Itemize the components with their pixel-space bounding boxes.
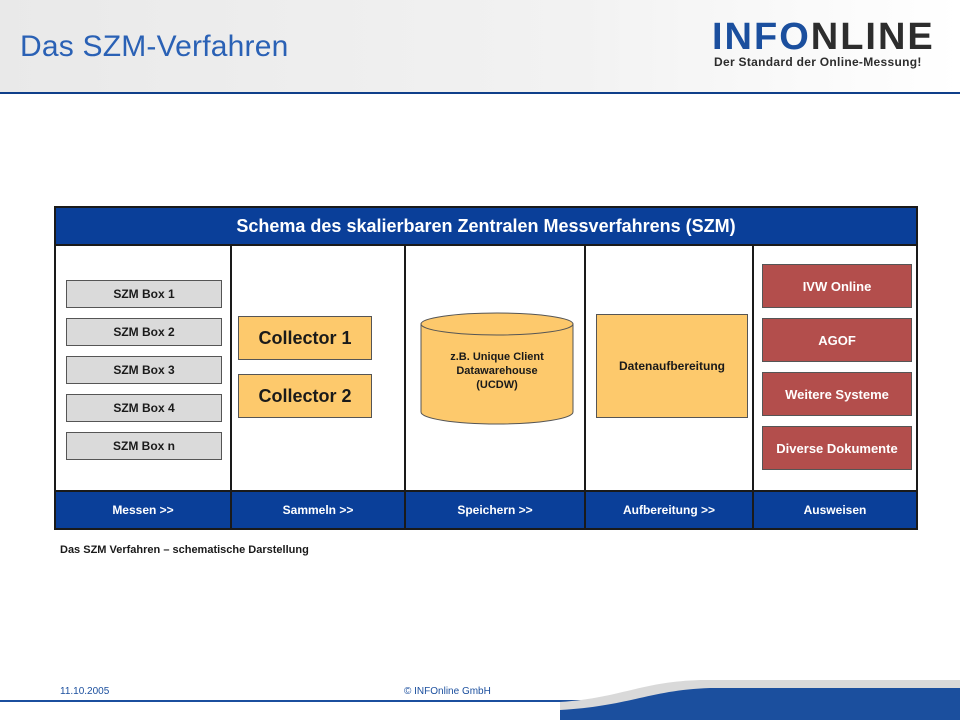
footer-copyright: © INFOnline GmbH [404, 686, 491, 697]
output-weitere-systeme: Weitere Systeme [762, 372, 912, 416]
szm-box-2: SZM Box 2 [66, 318, 222, 346]
collector-1: Collector 1 [238, 316, 372, 360]
output-agof: AGOF [762, 318, 912, 362]
step-aufbereitung: Aufbereitung >> [622, 503, 715, 517]
diagram-title: Schema des skalierbaren Zentralen Messve… [56, 208, 916, 246]
datawarehouse-label: z.B. Unique Client Datawarehouse (UCDW) [420, 350, 574, 392]
datawarehouse-label-line3: (UCDW) [476, 379, 518, 391]
column-divider [230, 246, 232, 490]
header-band [0, 0, 960, 92]
footer-date: 11.10.2005 [60, 686, 110, 697]
column-divider [584, 246, 586, 490]
diagram-caption: Das SZM Verfahren – schematische Darstel… [60, 544, 309, 556]
infonline-logo: INFONLINE Der Standard der Online-Messun… [712, 16, 938, 70]
output-ivw-online: IVW Online [762, 264, 912, 308]
logo-wordmark-info: INFO [712, 16, 811, 58]
step-messen: Messen >> [112, 503, 174, 517]
step-separator [752, 492, 754, 528]
szm-box-4: SZM Box 4 [66, 394, 222, 422]
datawarehouse-label-line2: Datawarehouse [456, 365, 538, 377]
output-diverse-dokumente: Diverse Dokumente [762, 426, 912, 470]
header-rule [0, 92, 960, 94]
collector-2: Collector 2 [238, 374, 372, 418]
column-divider [752, 246, 754, 490]
step-speichern: Speichern >> [457, 503, 533, 517]
step-separator [404, 492, 406, 528]
step-ausweisen: Ausweisen [803, 503, 867, 517]
szm-box-3: SZM Box 3 [66, 356, 222, 384]
step-separator [584, 492, 586, 528]
datawarehouse-label-line1: z.B. Unique Client [450, 351, 544, 363]
footer-swoosh-graphic [560, 680, 960, 720]
szm-box-n: SZM Box n [66, 432, 222, 460]
page-title: Das SZM-Verfahren [20, 30, 289, 63]
datenaufbereitung-box: Datenaufbereitung [596, 314, 748, 418]
cylinder-icon [420, 312, 574, 425]
column-divider [404, 246, 406, 490]
process-step-bar: Messen >> Sammeln >> Speichern >> Aufber… [56, 490, 916, 528]
szm-diagram: Schema des skalierbaren Zentralen Messve… [54, 206, 918, 530]
step-separator [230, 492, 232, 528]
logo-wordmark-online: NLINE [810, 16, 935, 58]
datawarehouse-cylinder: z.B. Unique Client Datawarehouse (UCDW) [420, 312, 574, 426]
logo-tagline: Der Standard der Online-Messung! [714, 55, 922, 69]
logo-wordmark: INFONLINE [712, 16, 935, 59]
footer-line [0, 700, 960, 702]
step-sammeln: Sammeln >> [282, 503, 354, 517]
szm-box-1: SZM Box 1 [66, 280, 222, 308]
